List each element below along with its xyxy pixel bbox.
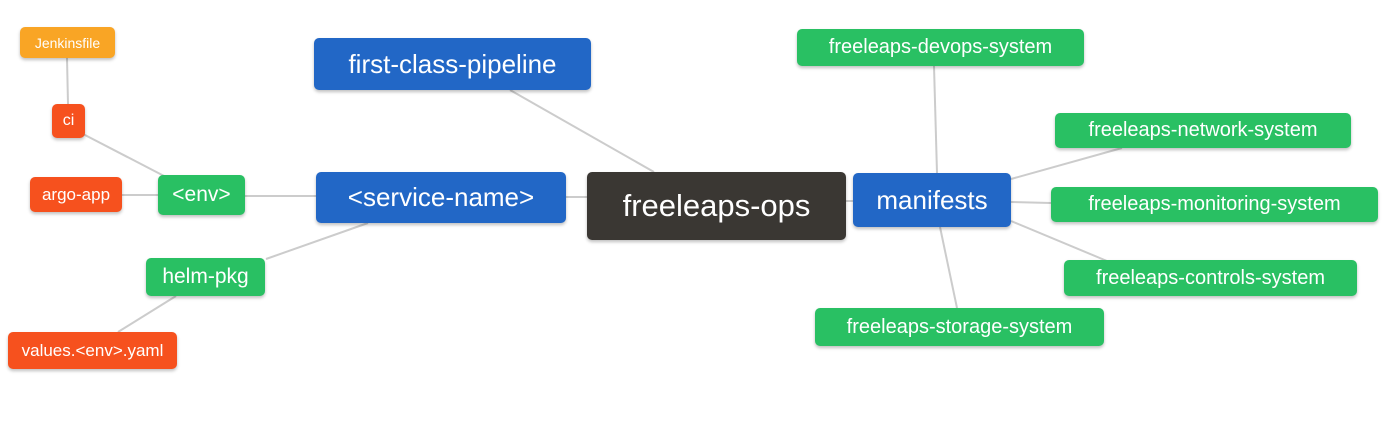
edge-manifests-network <box>1010 147 1123 180</box>
edge-manifests-monitoring <box>1010 201 1052 204</box>
node-env[interactable]: <env> <box>158 175 245 215</box>
edge-ci-env <box>82 133 167 178</box>
node-argo-app[interactable]: argo-app <box>30 177 122 212</box>
node-root[interactable]: freeleaps-ops <box>587 172 846 240</box>
edge-service-helm-pkg <box>265 222 369 260</box>
node-service[interactable]: <service-name> <box>316 172 566 223</box>
node-network[interactable]: freeleaps-network-system <box>1055 113 1351 148</box>
edge-jenkinsfile-ci <box>66 57 69 105</box>
node-storage[interactable]: freeleaps-storage-system <box>815 308 1104 346</box>
node-helm-pkg[interactable]: helm-pkg <box>146 258 265 296</box>
edge-pipeline-root <box>509 89 655 173</box>
edge-manifests-devops <box>933 65 938 174</box>
edge-helm-pkg-values-yaml <box>117 295 177 333</box>
node-jenkinsfile[interactable]: Jenkinsfile <box>20 27 115 58</box>
node-manifests[interactable]: manifests <box>853 173 1011 227</box>
node-ci[interactable]: ci <box>52 104 85 138</box>
node-monitoring[interactable]: freeleaps-monitoring-system <box>1051 187 1378 222</box>
node-pipeline[interactable]: first-class-pipeline <box>314 38 591 90</box>
node-controls[interactable]: freeleaps-controls-system <box>1064 260 1357 296</box>
edge-manifests-controls <box>1010 220 1108 262</box>
edge-manifests-storage <box>939 226 958 309</box>
node-values-yaml[interactable]: values.<env>.yaml <box>8 332 177 369</box>
node-devops[interactable]: freeleaps-devops-system <box>797 29 1084 66</box>
